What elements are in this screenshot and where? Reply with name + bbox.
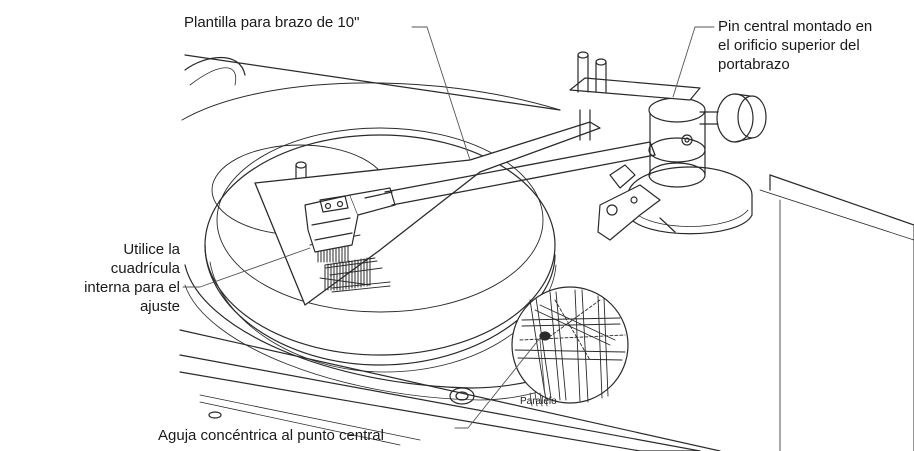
label-center-pin-line-2: el orificio superior del xyxy=(718,37,860,54)
plinth-button xyxy=(449,387,475,405)
upper-platter-edge xyxy=(184,56,246,86)
label-center-pin: Pin central montado en el orificio super… xyxy=(718,17,872,74)
counterweight xyxy=(699,93,767,143)
label-inner-grid-line-2: cuadrícula xyxy=(110,260,180,277)
label-inner-grid: Utilice la cuadrícula interna para el aj… xyxy=(62,240,180,316)
leader-needle xyxy=(454,337,541,429)
label-inner-grid-line-1: Utilice la xyxy=(123,241,180,258)
label-center-pin-line-1: Pin central montado en xyxy=(718,18,873,35)
label-template: Plantilla para brazo de 10" xyxy=(184,14,360,31)
tonearm-base xyxy=(569,51,767,241)
plinth xyxy=(179,54,914,451)
leader-template xyxy=(411,26,471,161)
label-needle: Aguja concéntrica al punto central xyxy=(158,427,384,444)
label-inner-grid-line-3: interna para el xyxy=(84,279,180,296)
tonearm-drawing xyxy=(384,141,656,206)
leader-lines xyxy=(182,26,715,429)
magnifier-inset xyxy=(511,286,629,407)
leader-pin xyxy=(672,26,715,98)
leader-parallel xyxy=(539,339,546,396)
label-center-pin-line-3: portabrazo xyxy=(718,56,790,73)
leader-grid xyxy=(182,247,311,288)
cartridge xyxy=(304,187,396,253)
label-parallel: Paralelo xyxy=(520,396,557,407)
label-inner-grid-line-4: ajuste xyxy=(139,298,180,315)
